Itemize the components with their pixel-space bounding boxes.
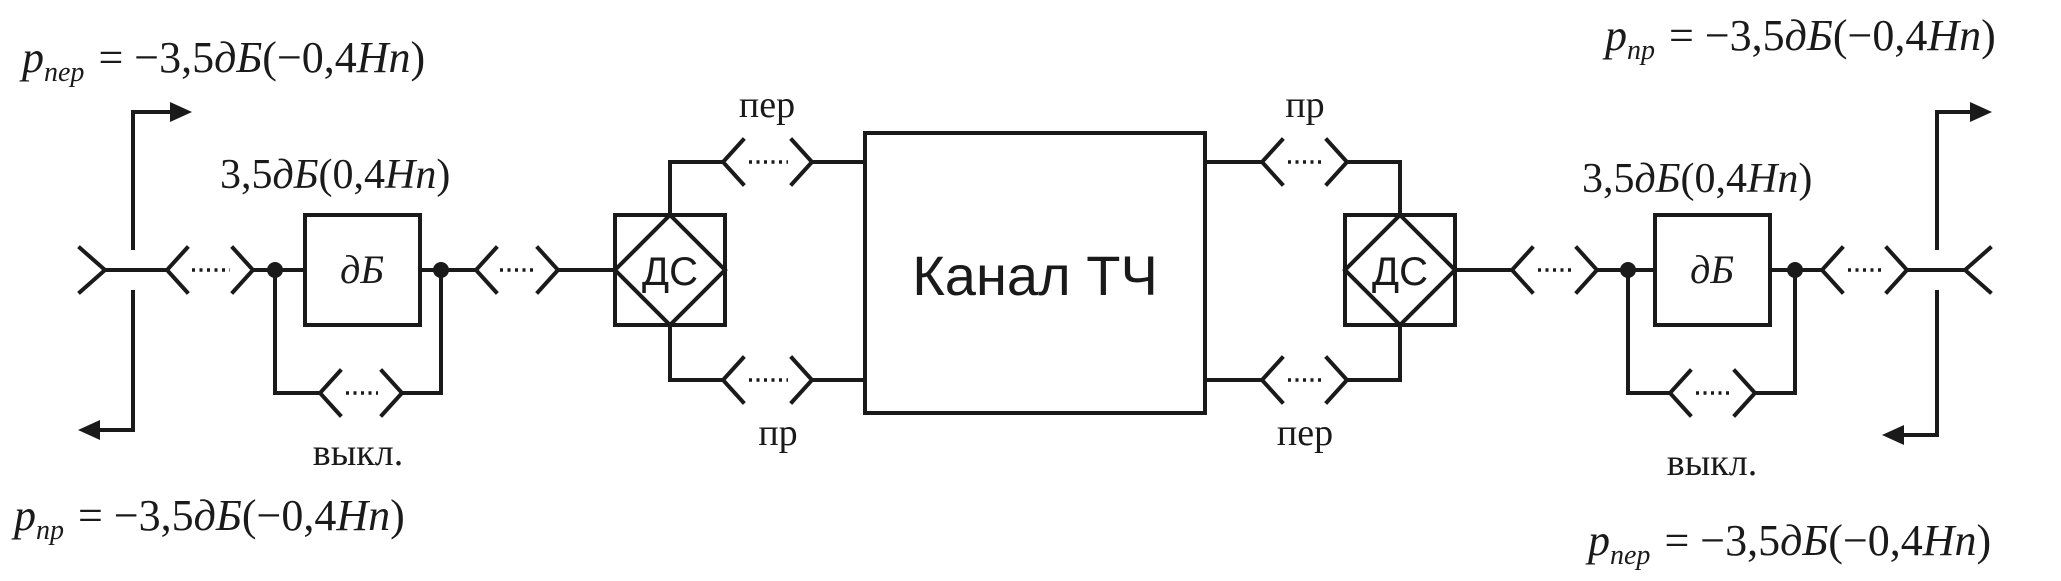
voice-channel-block — [863, 131, 1207, 415]
left-rx-arrow — [78, 420, 135, 440]
right-tx-port-label: пер — [1277, 412, 1333, 454]
channel-label: Канал ТЧ — [912, 244, 1158, 307]
right-hybrid-label: ДС — [1372, 250, 1428, 294]
left-line-terminal — [77, 110, 169, 432]
left-rx-branch — [668, 323, 867, 405]
right-tx-branch — [1203, 323, 1402, 405]
left-line-connector — [164, 245, 307, 295]
right-tx-arrow — [1882, 425, 1939, 445]
left-tx-port-label: пер — [739, 84, 795, 126]
left-rx-port-label: пр — [758, 412, 797, 454]
right-hybrid — [1342, 212, 1458, 328]
right-rx-branch — [1203, 137, 1402, 217]
left-tx-branch — [668, 137, 867, 217]
left-attenuator — [267, 213, 478, 418]
left-hybrid-label: ДС — [642, 250, 698, 294]
right-line-connector — [1819, 245, 1967, 295]
left-tx-arrow — [131, 102, 192, 122]
right-tx-level-label: pпер= −3,5дБ(−0,4Нп) — [1585, 516, 1991, 571]
right-line-terminal — [1935, 110, 1993, 437]
left-tx-level-label: pпер= −3,5дБ(−0,4Нп) — [19, 33, 425, 88]
left-attenuator-value: 3,5дБ(0,4Нп) — [220, 152, 450, 198]
left-rx-level-label: pпр= −3,5дБ(−0,4Нп) — [11, 491, 405, 546]
left-hybrid-connector — [473, 245, 617, 295]
left-attenuator-box-label: дБ — [340, 247, 384, 292]
right-rx-port-label: пр — [1285, 84, 1324, 126]
right-attenuator-value: 3,5дБ(0,4Нп) — [1582, 156, 1812, 202]
right-bypass-label: выкл. — [1667, 442, 1757, 484]
right-rx-arrow — [1935, 102, 1992, 122]
left-bypass-label: выкл. — [313, 432, 403, 474]
right-attenuator — [1620, 213, 1824, 418]
right-attenuator-box-label: дБ — [1690, 247, 1734, 292]
right-rx-level-label: pпр= −3,5дБ(−0,4Нп) — [1602, 11, 1996, 66]
